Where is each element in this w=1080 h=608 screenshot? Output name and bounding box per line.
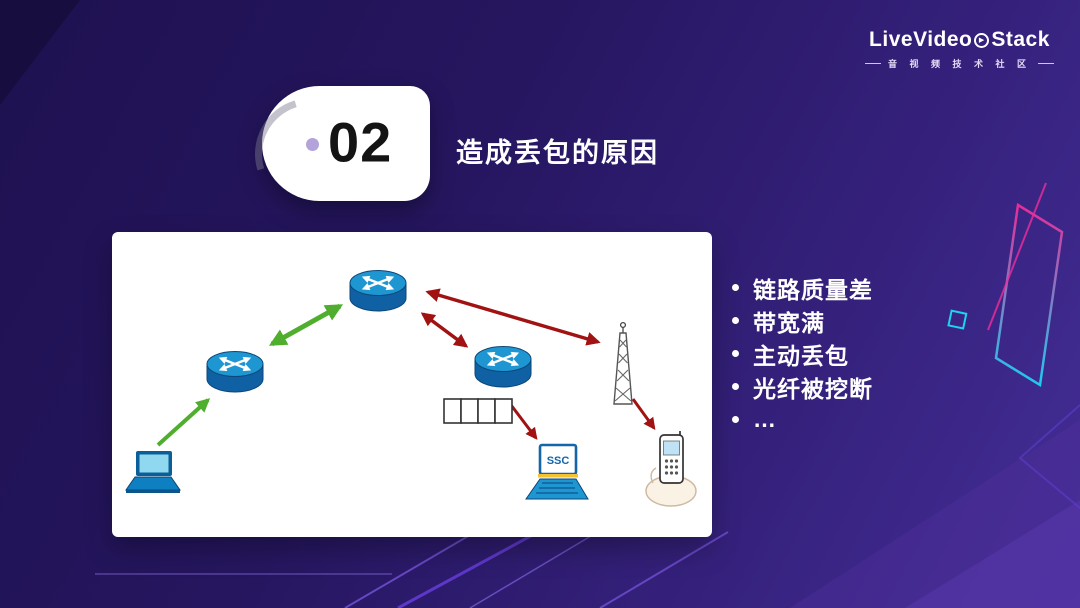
causes-list: 链路质量差 带宽满 主动丢包 光纤被挖断 … — [732, 271, 873, 436]
bottom-line — [344, 534, 471, 608]
bullet-dot — [732, 416, 739, 423]
bottom-right-triangle — [905, 500, 1080, 608]
corner-triangle — [0, 0, 80, 105]
list-item: 带宽满 — [732, 304, 873, 337]
queue-buffer-icon — [443, 398, 513, 424]
cause-text: 光纤被挖断 — [753, 375, 873, 402]
brand-tagline: 音 视 频 技 术 社 区 — [865, 57, 1054, 70]
brand-live: Live — [869, 28, 914, 51]
network-diagram: SSC — [125, 232, 697, 507]
bottom-right-triangle — [790, 420, 1080, 608]
cell-tower-icon — [613, 321, 633, 405]
good-link-arrows — [156, 303, 344, 447]
cause-text: 主动丢包 — [753, 342, 849, 369]
brand-stack: Stack — [991, 28, 1050, 51]
neon-parallelogram — [994, 202, 1064, 388]
bullet-dot — [732, 383, 739, 390]
cause-text: 带宽满 — [753, 309, 825, 336]
neon-square — [947, 309, 968, 330]
bullet-dot — [732, 284, 739, 291]
slide-title: 造成丢包的原因 — [456, 138, 659, 168]
router-mid-icon — [475, 347, 531, 388]
bullet-dot — [732, 350, 739, 357]
badge-dot — [306, 138, 319, 151]
network-diagram-panel: SSC — [112, 232, 712, 537]
cause-text: … — [753, 406, 777, 432]
bullet-dot — [732, 317, 739, 324]
bottom-line — [599, 531, 729, 608]
brand-video: Video — [913, 28, 973, 51]
neon-chevron — [1018, 404, 1080, 509]
list-item: 主动丢包 — [732, 337, 873, 370]
ssc-laptop-icon — [524, 443, 590, 501]
mobile-phone-icon — [645, 431, 697, 507]
list-item: 链路质量差 — [732, 271, 873, 304]
list-item: 光纤被挖断 — [732, 370, 873, 403]
list-item: … — [732, 403, 873, 436]
cause-text: 链路质量差 — [753, 276, 873, 303]
router-left-icon — [207, 352, 263, 393]
router-top-icon — [350, 271, 406, 312]
laptop-icon — [125, 450, 181, 494]
section-number-badge: 02 — [235, 78, 430, 230]
play-circle-icon: ▶ — [974, 32, 990, 48]
section-number: 02 — [328, 110, 393, 174]
neon-line — [987, 182, 1047, 331]
